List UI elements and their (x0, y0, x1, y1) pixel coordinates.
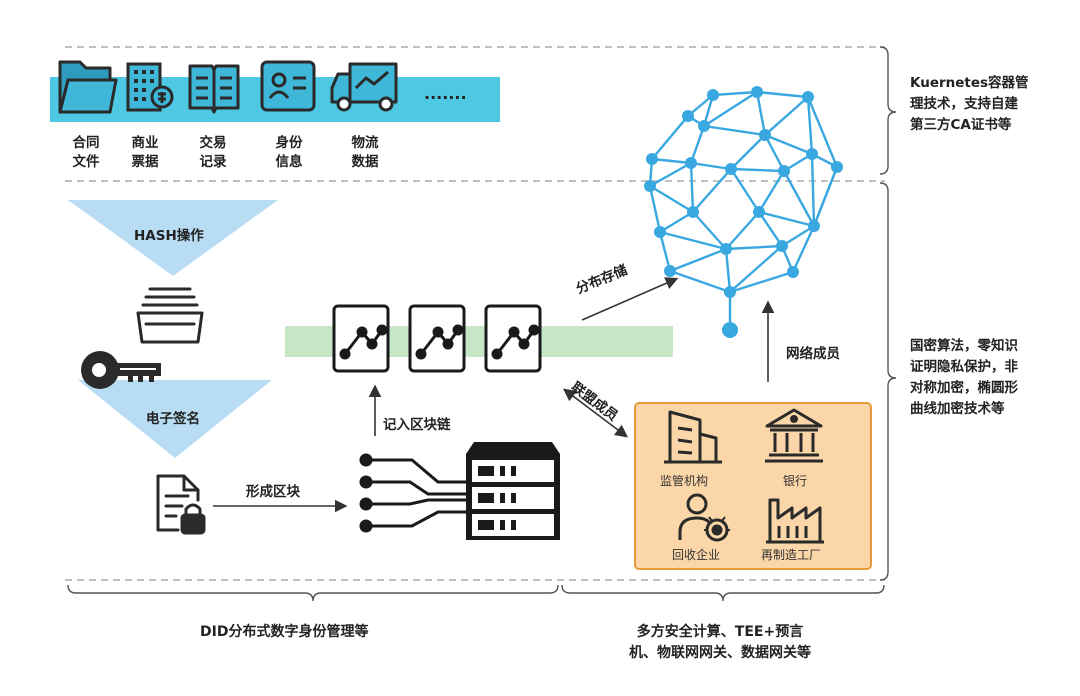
chain-blocks (332, 304, 542, 373)
office-building-icon (664, 410, 722, 464)
bank-icon (765, 408, 823, 463)
right-note-middle: 国密算法，零知识 证明隐私保护，非 对称加密，椭圆形 曲线加密技术等 (910, 336, 1018, 420)
top-item-label-logistics: 物流 数据 (344, 134, 386, 172)
section-dividers (65, 46, 885, 581)
id-card-icon (260, 60, 316, 112)
bottom-note-right-line2: 机、物联网网关、数据网关等 (629, 645, 811, 661)
electronic-signature-label: 电子签名 (146, 411, 200, 427)
stacked-trays-icon (136, 287, 204, 344)
server-icon (466, 442, 560, 540)
org-label-regulator: 监管机构 (660, 474, 709, 488)
circuit-connector (359, 453, 470, 533)
top-item-3-line2: 信息 (275, 154, 303, 170)
chain-block-1 (332, 304, 390, 373)
bottom-note-right-line1: 多方安全计算、TEE+预言 (636, 624, 804, 640)
top-item-0-line2: 文件 (72, 154, 100, 170)
right-note-top-line1: Kuernetes容器管 (910, 75, 1029, 91)
org-label-bank: 银行 (783, 474, 808, 488)
signature-funnel (78, 380, 272, 458)
bottom-note-left: DID分布式数字身份管理等 (200, 624, 369, 640)
network-globe (648, 90, 839, 330)
right-note-middle-line4: 曲线加密技术等 (910, 401, 1005, 417)
right-note-middle-line2: 证明隐私保护，非 (910, 359, 1018, 375)
bottom-note-right: 多方安全计算、TEE+预言 机、物联网网关、数据网关等 (592, 622, 848, 664)
right-braces (879, 46, 897, 581)
network-member-label: 网络成员 (786, 346, 840, 362)
hash-operation-label: HASH操作 (134, 228, 204, 244)
top-item-2-line1: 交易 (199, 135, 227, 151)
distributed-storage-arrow (581, 277, 679, 321)
transaction-record-icon (188, 64, 240, 114)
top-item-4-line2: 数据 (351, 154, 379, 170)
right-note-top: Kuernetes容器管 理技术，支持自建 第三方CA证书等 (910, 73, 1029, 136)
org-label-factory: 再制造工厂 (761, 548, 822, 562)
right-note-top-line2: 理技术，支持自建 (910, 96, 1018, 112)
top-item-label-bill: 商业 票据 (124, 134, 166, 172)
top-item-1-line1: 商业 (131, 135, 159, 151)
top-ellipsis: ....... (424, 84, 467, 103)
factory-icon (766, 498, 824, 544)
record-chain-label: 记入区块链 (383, 417, 451, 433)
top-item-0-line1: 合同 (72, 135, 100, 151)
top-item-label-identity: 身份 信息 (268, 134, 310, 172)
bottom-braces (67, 584, 885, 602)
chain-block-3 (484, 304, 542, 373)
right-note-middle-line1: 国密算法，零知识 (910, 338, 1018, 354)
hash-funnel (68, 200, 278, 276)
top-item-label-contract: 合同 文件 (65, 134, 107, 172)
folder-icon (58, 60, 118, 114)
top-item-2-line2: 记录 (199, 154, 227, 170)
network-nodes (644, 86, 843, 338)
org-label-recycler: 回收企业 (672, 548, 721, 562)
top-item-1-line2: 票据 (131, 154, 159, 170)
top-item-3-line1: 身份 (275, 135, 303, 151)
form-block-label: 形成区块 (246, 484, 300, 500)
recycler-person-icon (678, 493, 730, 542)
brace-bottom-left (67, 584, 559, 602)
top-item-label-transaction: 交易 记录 (192, 134, 234, 172)
chain-block-2 (408, 304, 466, 373)
right-note-middle-line3: 对称加密，椭圆形 (910, 380, 1018, 396)
commercial-bill-icon (126, 62, 174, 112)
key-icon (81, 351, 161, 389)
brace-bottom-right (561, 584, 885, 602)
alliance-member-arrow (562, 388, 629, 438)
right-note-top-line3: 第三方CA证书等 (910, 117, 1012, 133)
brace-top (879, 46, 897, 175)
top-item-4-line1: 物流 (351, 135, 379, 151)
logistics-truck-icon (330, 62, 398, 112)
secured-document-icon (156, 474, 206, 535)
brace-middle (879, 182, 897, 581)
